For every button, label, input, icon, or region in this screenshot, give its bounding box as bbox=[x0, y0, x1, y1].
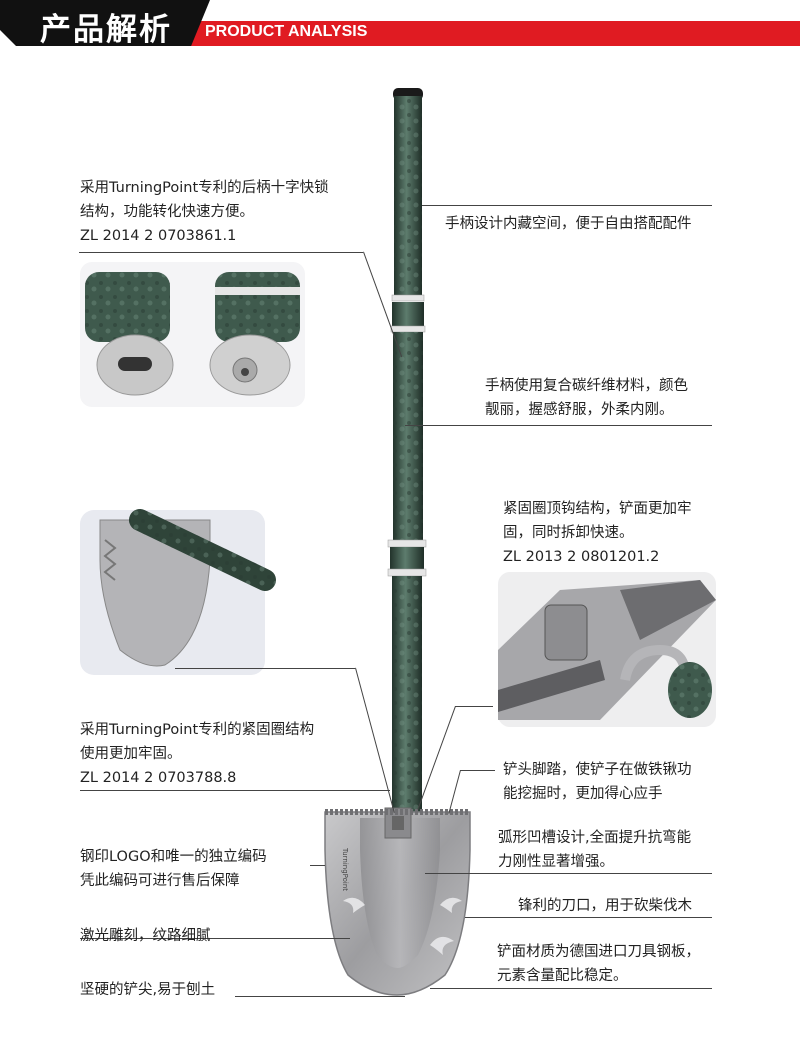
note-foot-step-line: 能挖掘时，更加得心应手 bbox=[503, 786, 663, 802]
callout-line-8 bbox=[425, 873, 712, 874]
callout-line-6 bbox=[460, 770, 495, 771]
note-hard-tip-line: 坚硬的铲尖,易于刨土 bbox=[80, 982, 216, 998]
note-sharp-edge-line: 锋利的刀口，用于砍柴伐木 bbox=[518, 898, 692, 914]
clamp-hook-photo bbox=[498, 572, 716, 727]
note-sharp-edge: 锋利的刀口，用于砍柴伐木 bbox=[518, 894, 692, 918]
note-steel-material: 铲面材质为德国进口刀具钢板， 元素含量配比稳定。 bbox=[497, 940, 700, 988]
callout-line-3 bbox=[405, 425, 712, 426]
note-steel-material-line: 铲面材质为德国进口刀具钢板， bbox=[497, 944, 700, 960]
note-steel-material-line: 元素含量配比稳定。 bbox=[497, 968, 628, 984]
note-logo-code-line: 钢印LOGO和唯一的独立编码 bbox=[80, 849, 267, 865]
callout-line-5b bbox=[80, 790, 390, 791]
callout-line-11 bbox=[430, 988, 712, 989]
note-laser-engrave: 激光雕刻，纹路细腻 bbox=[80, 924, 211, 948]
callout-line-10 bbox=[80, 938, 350, 939]
svg-text:TurningPoint: TurningPoint bbox=[341, 847, 349, 891]
note-logo-code-line: 凭此编码可进行售后保障 bbox=[80, 873, 240, 889]
note-carbon-fiber-line: 靓丽，握感舒服，外柔内刚。 bbox=[485, 402, 674, 418]
callout-line-2 bbox=[422, 205, 712, 206]
note-rear-lock-line: 结构，功能转化快速方便。 bbox=[80, 204, 254, 220]
note-clamp-ring-line: 采用TurningPoint专利的紧固圈结构 bbox=[80, 722, 315, 738]
note-clamp-ring-line: 使用更加牢固。 bbox=[80, 746, 182, 762]
note-carbon-fiber-line: 手柄使用复合碳纤维材料，颜色 bbox=[485, 378, 688, 394]
handle bbox=[387, 88, 427, 816]
header-subtitle: PRODUCT ANALYSIS bbox=[205, 23, 368, 40]
note-clamp-ring-patent: ZL 2014 2 0703788.8 bbox=[80, 770, 237, 786]
note-hard-tip: 坚硬的铲尖,易于刨土 bbox=[80, 978, 215, 1002]
callout-line-12 bbox=[235, 996, 405, 997]
note-laser-engrave-line: 激光雕刻，纹路细腻 bbox=[80, 928, 211, 944]
callout-line-5 bbox=[175, 668, 355, 669]
note-clamp-ring: 采用TurningPoint专利的紧固圈结构 使用更加牢固。 ZL 2014 2… bbox=[80, 718, 314, 790]
callout-line-1 bbox=[79, 252, 363, 253]
note-clamp-hook-patent: ZL 2013 2 0801201.2 bbox=[503, 549, 660, 565]
handle-ends-photo bbox=[80, 262, 305, 407]
note-clamp-hook-line: 固，同时拆卸快速。 bbox=[503, 525, 634, 541]
note-rear-lock-patent: ZL 2014 2 0703861.1 bbox=[80, 228, 237, 244]
note-arc-groove-line: 力刚性显著增强。 bbox=[498, 854, 614, 870]
note-carbon-fiber: 手柄使用复合碳纤维材料，颜色 靓丽，握感舒服，外柔内刚。 bbox=[485, 374, 688, 422]
note-clamp-hook: 紧固圈顶钩结构，铲面更加牢 固，同时拆卸快速。 ZL 2013 2 080120… bbox=[503, 497, 692, 569]
header-red-bar bbox=[190, 21, 800, 46]
callout-line-4 bbox=[455, 706, 493, 707]
note-rear-lock-line: 采用TurningPoint专利的后柄十字快锁 bbox=[80, 180, 329, 196]
note-arc-groove: 弧形凹槽设计,全面提升抗弯能 力刚性显著增强。 bbox=[498, 826, 691, 874]
note-handle-storage: 手柄设计内藏空间，便于自由搭配配件 bbox=[445, 212, 692, 236]
note-handle-storage-line: 手柄设计内藏空间，便于自由搭配配件 bbox=[445, 216, 692, 232]
note-rear-lock: 采用TurningPoint专利的后柄十字快锁 结构，功能转化快速方便。 ZL … bbox=[80, 176, 329, 248]
note-logo-code: 钢印LOGO和唯一的独立编码 凭此编码可进行售后保障 bbox=[80, 845, 267, 893]
blade: TurningPoint bbox=[324, 807, 471, 996]
callout-line-7 bbox=[310, 865, 325, 866]
header-title: 产品解析 bbox=[40, 12, 172, 48]
header-corner bbox=[0, 30, 16, 46]
note-clamp-hook-line: 紧固圈顶钩结构，铲面更加牢 bbox=[503, 501, 692, 517]
shovel-head-photo bbox=[80, 509, 276, 675]
note-foot-step-line: 铲头脚踏，使铲子在做铁锹功 bbox=[503, 762, 692, 778]
callout-line-9 bbox=[465, 917, 712, 918]
note-foot-step: 铲头脚踏，使铲子在做铁锹功 能挖掘时，更加得心应手 bbox=[503, 758, 692, 806]
header-black-tab bbox=[0, 0, 210, 46]
note-arc-groove-line: 弧形凹槽设计,全面提升抗弯能 bbox=[498, 830, 692, 846]
section-header: 产品解析 PRODUCT ANALYSIS bbox=[0, 0, 800, 48]
